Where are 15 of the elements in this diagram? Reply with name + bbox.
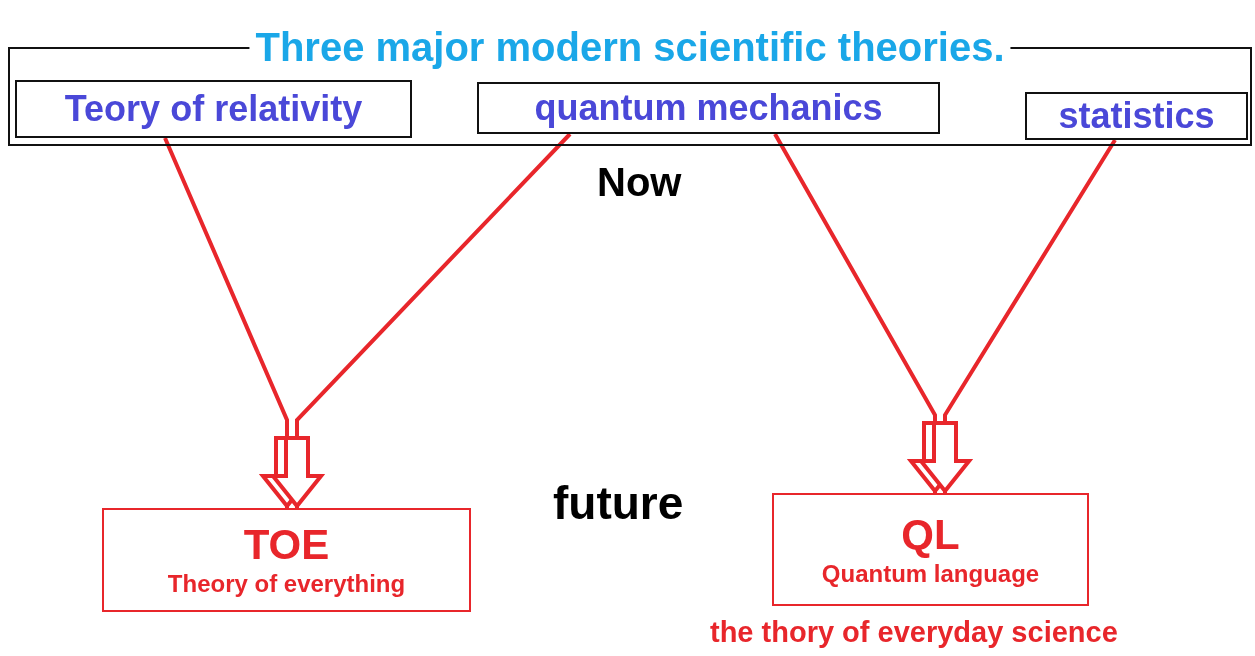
theory-box [477,82,940,134]
outcome-abbreviation: TOE [243,521,330,569]
outcome-box [102,508,471,612]
theory-name: Teory of relativity [64,88,363,130]
theory-box [15,80,412,138]
time-label: Now [597,160,682,205]
outcome-abbreviation: QL [901,510,960,559]
theory-name: quantum mechanics [534,87,883,129]
theory-box [1025,92,1248,140]
outcome-name: Quantum language [821,558,1040,589]
outcome-description: the thory of everyday science [710,616,1118,649]
time-label: future [553,476,684,530]
outcome-box [772,493,1089,606]
outcome-name: Theory of everything [167,569,406,599]
theory-name: statistics [1058,95,1215,137]
